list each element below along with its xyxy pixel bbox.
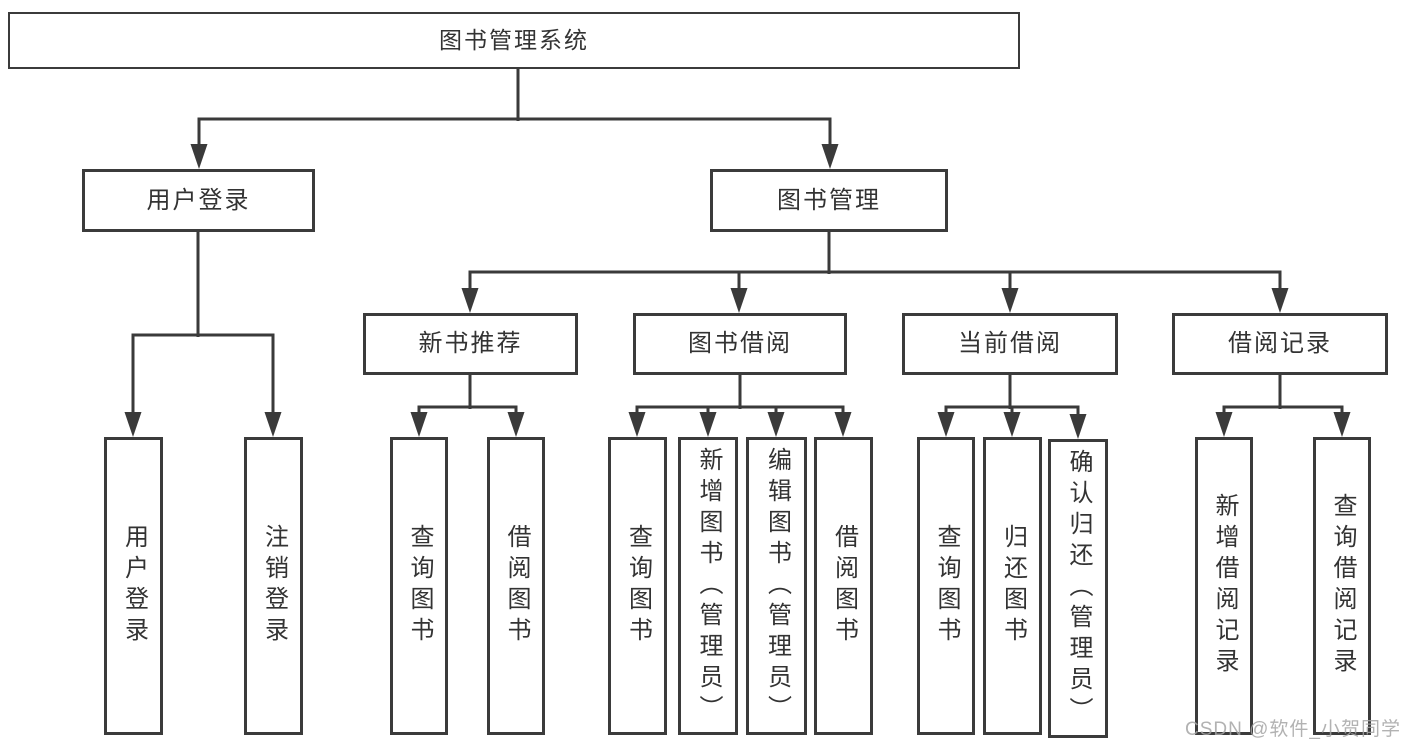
- arrow-down-icon: [1069, 414, 1087, 439]
- arrow-down-icon: [410, 412, 428, 437]
- leaf-confirm-return-admin: 确认归还（管理员）: [1048, 439, 1108, 738]
- leaf-edit-books-admin: 编辑图书（管理员）: [746, 437, 807, 735]
- leaf-logout: 注销登录: [244, 437, 303, 735]
- leaf-borrow-books-recommend: 借阅图书: [487, 437, 545, 735]
- arrow-down-icon: [821, 144, 839, 169]
- arrow-down-icon: [264, 412, 282, 437]
- arrow-down-icon: [1215, 412, 1233, 437]
- book-borrow-branch-line: [635, 405, 845, 415]
- leaf-return-books: 归还图书: [983, 437, 1042, 735]
- leaf-query-books-borrowing: 查询图书: [608, 437, 667, 735]
- root-branch-line: [197, 117, 832, 147]
- node-new-book-recommend: 新书推荐: [363, 313, 578, 375]
- leaf-borrow-books-borrowing: 借阅图书: [814, 437, 873, 735]
- arrow-down-icon: [699, 412, 717, 437]
- user-login-branch-line: [131, 333, 275, 415]
- node-book-management-system: 图书管理系统: [8, 12, 1020, 69]
- node-borrowing-records: 借阅记录: [1172, 313, 1388, 375]
- leaf-add-borrow-record: 新增借阅记录: [1195, 437, 1253, 735]
- book-mgmt-branch-line: [468, 270, 1282, 291]
- book-mgmt-drop-lines: [737, 272, 1012, 291]
- leaf-query-books-current: 查询图书: [917, 437, 975, 735]
- leaf-add-books-admin: 新增图书（管理员）: [678, 437, 738, 735]
- arrow-down-icon: [730, 288, 748, 313]
- arrow-down-icon: [1001, 288, 1019, 313]
- node-current-borrowing: 当前借阅: [902, 313, 1118, 375]
- arrow-down-icon: [190, 144, 208, 169]
- leaf-user-login: 用户登录: [104, 437, 163, 735]
- arrow-down-icon: [461, 288, 479, 313]
- arrow-down-icon: [1333, 412, 1351, 437]
- leaf-query-books-recommend: 查询图书: [390, 437, 448, 735]
- arrow-down-icon: [1271, 288, 1289, 313]
- arrow-down-icon: [834, 412, 852, 437]
- arrow-down-icon: [507, 412, 525, 437]
- arrow-down-icon: [124, 412, 142, 437]
- csdn-watermark: CSDN @软件_小贺同学: [1185, 719, 1401, 740]
- node-user-login: 用户登录: [82, 169, 315, 232]
- arrow-down-icon: [937, 412, 955, 437]
- arrow-down-icon: [767, 412, 785, 437]
- arrowheads: [124, 144, 1351, 439]
- arrow-down-icon: [628, 412, 646, 437]
- arrow-down-icon: [1003, 412, 1021, 437]
- new-book-branch-line: [417, 405, 518, 415]
- node-book-borrowing: 图书借阅: [633, 313, 847, 375]
- leaf-query-borrow-record: 查询借阅记录: [1313, 437, 1371, 735]
- node-book-management: 图书管理: [710, 169, 948, 232]
- borrow-record-branch-line: [1222, 405, 1344, 415]
